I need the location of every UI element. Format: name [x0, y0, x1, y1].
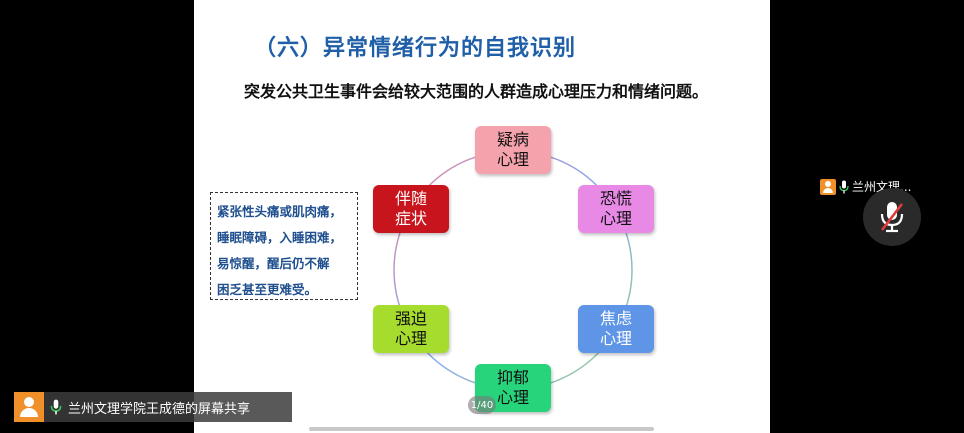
- node-line-1: 疑病: [496, 130, 529, 149]
- slide-title: （六）异常情绪行为的自我识别: [254, 36, 577, 61]
- screen-share-label: 兰州文理学院王成德的屏幕共享: [14, 392, 292, 422]
- page-counter[interactable]: 1/40: [468, 396, 496, 414]
- node-line-2: 心理: [599, 209, 632, 228]
- mute-microphone-button[interactable]: [863, 188, 921, 246]
- node-line-2: 症状: [394, 209, 427, 228]
- node-compulsion: 强迫 心理: [373, 305, 449, 353]
- node-line-1: 强迫: [394, 309, 427, 328]
- microphone-icon: [839, 180, 849, 193]
- note-line: 易惊醒，醒后仍不解: [217, 256, 330, 271]
- node-line-2: 心理: [496, 388, 529, 407]
- node-line-1: 伴随: [394, 189, 427, 208]
- node-anxiety: 焦虑 心理: [578, 305, 654, 353]
- node-line-2: 心理: [599, 329, 632, 348]
- node-line-2: 心理: [496, 150, 529, 169]
- presentation-slide: （六）异常情绪行为的自我识别 突发公共卫生事件会给较大范围的人群造成心理压力和情…: [194, 0, 770, 433]
- node-line-2: 心理: [394, 329, 427, 348]
- person-icon: [820, 178, 836, 195]
- node-line-1: 恐慌: [599, 189, 632, 208]
- node-accompanying-symptoms: 伴随 症状: [373, 185, 449, 233]
- person-icon: [14, 392, 44, 422]
- note-line: 困乏甚至更难受。: [217, 282, 318, 297]
- node-hypochondria: 疑病 心理: [475, 126, 551, 174]
- horizontal-scrollbar[interactable]: [309, 427, 654, 431]
- microphone-muted-icon: [880, 202, 904, 233]
- node-line-1: 焦虑: [599, 309, 632, 328]
- microphone-icon: [50, 399, 62, 415]
- node-line-1: 抑郁: [496, 368, 529, 387]
- symptom-note-box: 紧张性头痛或肌肉痛， 睡眠障碍，入睡困难， 易惊醒，醒后仍不解 困乏甚至更难受。: [210, 192, 358, 300]
- slide-subtitle: 突发公共卫生事件会给较大范围的人群造成心理压力和情绪问题。: [244, 82, 709, 101]
- node-panic: 恐慌 心理: [578, 185, 654, 233]
- note-line: 紧张性头痛或肌肉痛，: [217, 204, 343, 219]
- screen-share-text: 兰州文理学院王成德的屏幕共享: [68, 401, 251, 417]
- note-line: 睡眠障碍，入睡困难，: [217, 230, 343, 245]
